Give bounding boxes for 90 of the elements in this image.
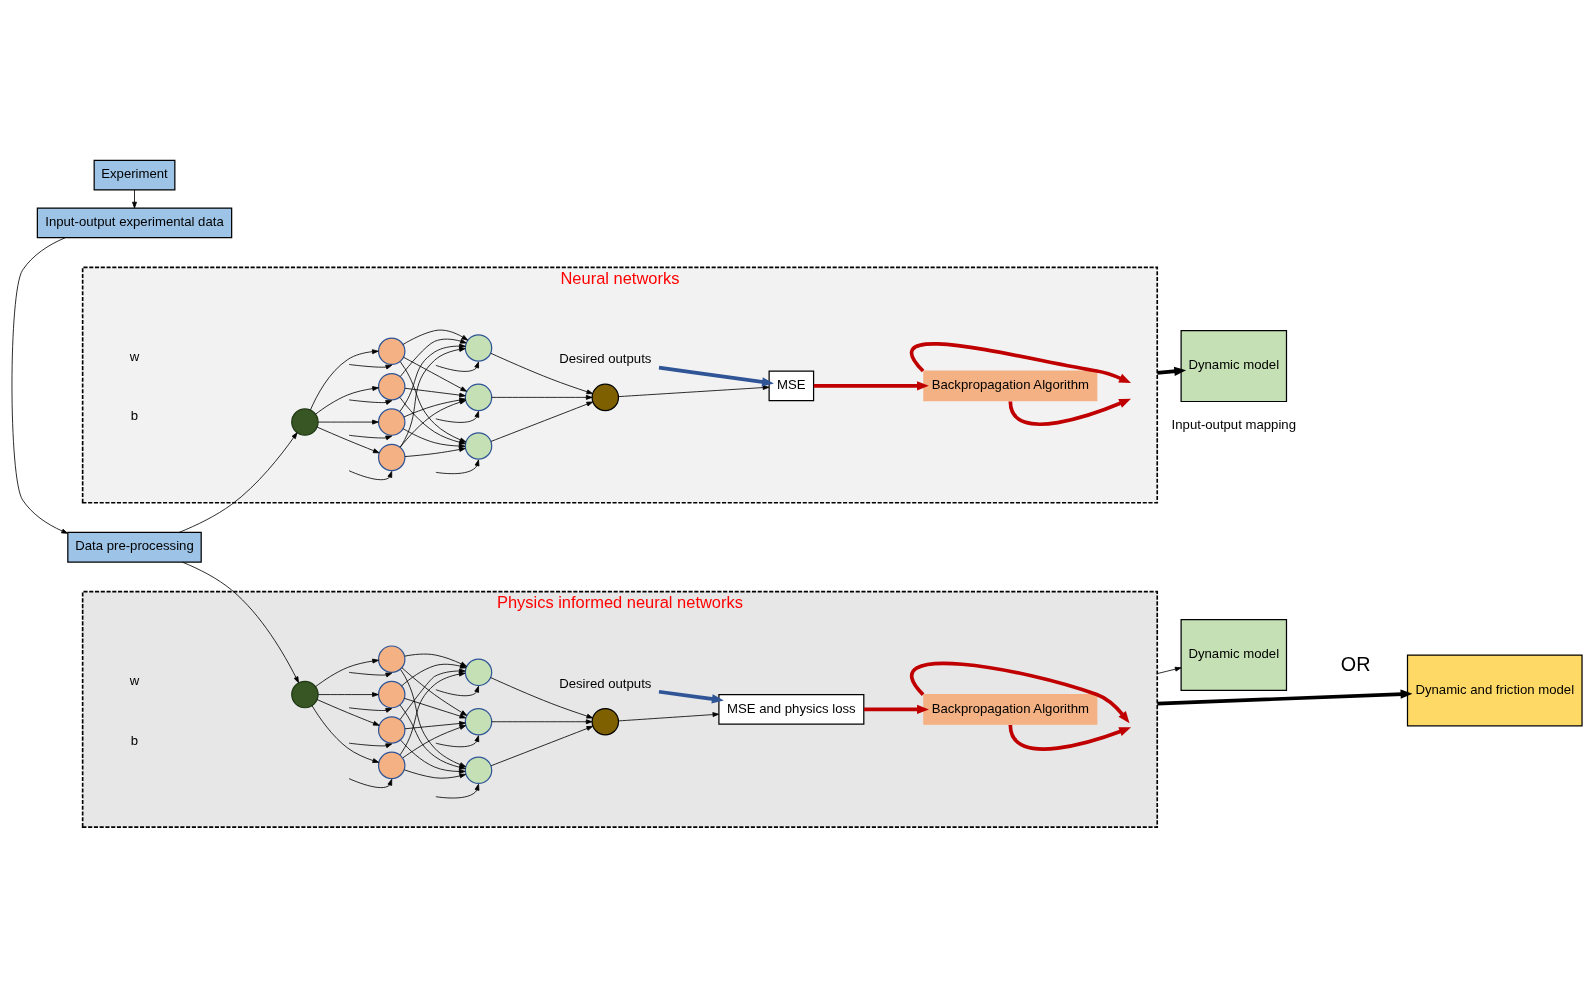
arrow bbox=[316, 426, 380, 454]
arrow bbox=[658, 365, 774, 387]
arrow bbox=[348, 364, 393, 370]
node-box: Experiment bbox=[93, 159, 176, 191]
node-circle bbox=[377, 443, 406, 472]
arrow bbox=[402, 329, 469, 345]
arrow bbox=[404, 721, 466, 730]
node-circle bbox=[291, 408, 319, 436]
arrow bbox=[348, 778, 393, 788]
node-circle bbox=[464, 334, 493, 362]
arrow bbox=[490, 677, 594, 719]
node-box: Dynamic and friction model bbox=[1406, 654, 1583, 727]
arrow bbox=[317, 692, 379, 697]
arrow bbox=[491, 719, 593, 725]
node-box: Dynamic model bbox=[1180, 330, 1288, 403]
arrow bbox=[435, 735, 480, 748]
arrow bbox=[311, 705, 380, 763]
arrow bbox=[181, 561, 299, 684]
arrow bbox=[435, 459, 480, 475]
label: w bbox=[129, 349, 140, 364]
node-circle bbox=[291, 680, 319, 709]
arrow bbox=[490, 401, 594, 442]
node-circle bbox=[377, 680, 406, 709]
arrow bbox=[348, 671, 393, 678]
arrow bbox=[435, 410, 480, 423]
arrow bbox=[404, 447, 466, 457]
arrow bbox=[618, 385, 770, 398]
arrow bbox=[435, 361, 479, 372]
arrow bbox=[315, 386, 379, 415]
node-circle bbox=[377, 751, 406, 780]
arrow bbox=[435, 685, 479, 697]
node-circle bbox=[464, 707, 493, 736]
arrow bbox=[132, 189, 137, 209]
node-box: Backpropagation Algorithm bbox=[923, 370, 1098, 402]
arrow bbox=[402, 725, 467, 759]
arrow bbox=[315, 658, 379, 688]
label: OR bbox=[1340, 652, 1371, 675]
arrow bbox=[316, 699, 380, 726]
node-circle bbox=[464, 383, 493, 412]
node-circle bbox=[464, 756, 493, 785]
arrow bbox=[910, 342, 1131, 383]
arrow bbox=[490, 352, 594, 395]
node-circle bbox=[464, 432, 493, 460]
node-text: Desired outputs bbox=[559, 351, 652, 367]
node-label: Input-output mapping bbox=[1171, 416, 1296, 432]
node-circle bbox=[464, 658, 493, 687]
node-circle bbox=[377, 716, 406, 744]
arrow bbox=[403, 697, 467, 719]
arrow bbox=[348, 707, 393, 713]
arrow bbox=[404, 769, 467, 779]
node-box: MSE and physics loss bbox=[718, 693, 865, 725]
node-box: Data pre-processing bbox=[67, 531, 202, 563]
arrow bbox=[404, 387, 466, 398]
arrow bbox=[658, 689, 724, 704]
arrow bbox=[1157, 366, 1187, 376]
arrow bbox=[863, 704, 929, 715]
node-text: Desired outputs bbox=[559, 675, 652, 691]
label: b bbox=[130, 732, 139, 748]
arrow bbox=[491, 394, 593, 400]
node-circle bbox=[591, 707, 620, 736]
arrow bbox=[348, 742, 393, 749]
arrow bbox=[348, 399, 393, 405]
node-box: Backpropagation Algorithm bbox=[923, 693, 1098, 725]
label: b bbox=[130, 408, 139, 424]
node-circle bbox=[377, 372, 406, 401]
arrow bbox=[11, 237, 68, 534]
node-box: MSE bbox=[768, 370, 815, 402]
arrow bbox=[178, 432, 298, 533]
node-circle bbox=[377, 645, 406, 673]
node-circle bbox=[377, 408, 406, 436]
arrow bbox=[1157, 689, 1413, 706]
arrow bbox=[435, 783, 480, 799]
arrow bbox=[490, 725, 594, 767]
node-box: Dynamic model bbox=[1180, 619, 1288, 692]
arrow bbox=[403, 356, 467, 392]
label: w bbox=[129, 673, 140, 689]
arrow bbox=[317, 419, 379, 425]
arrow bbox=[400, 338, 467, 377]
node-circle bbox=[377, 337, 406, 366]
arrow bbox=[813, 381, 929, 391]
arrow bbox=[1156, 666, 1182, 675]
arrow bbox=[404, 653, 468, 667]
arrow bbox=[348, 434, 393, 441]
arrow bbox=[348, 470, 393, 481]
arrow bbox=[618, 712, 720, 722]
arrow bbox=[309, 349, 379, 411]
arrow bbox=[401, 663, 467, 687]
arrow bbox=[399, 671, 466, 756]
node-box: Input-output experimental data bbox=[36, 207, 233, 239]
node-circle bbox=[591, 383, 620, 412]
